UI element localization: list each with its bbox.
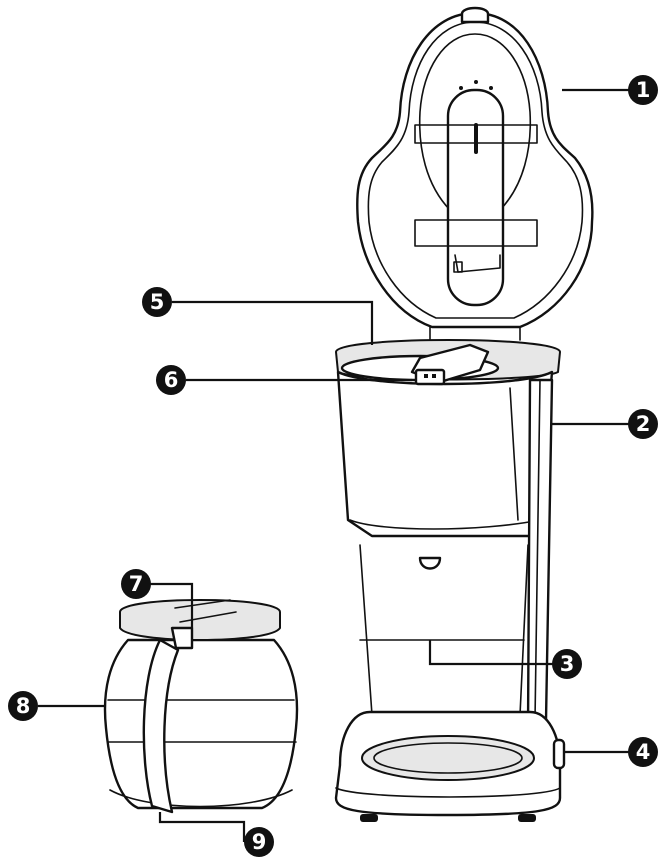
callout-9: 9	[244, 827, 274, 857]
callout-2-number: 2	[636, 412, 651, 436]
callout-8: 8	[8, 691, 38, 721]
callout-8-number: 8	[16, 694, 31, 718]
callout-7-number: 7	[129, 572, 144, 596]
glass-carafe	[103, 599, 299, 814]
callout-4: 4	[628, 737, 658, 767]
open-lid	[356, 6, 594, 341]
callout-1: 1	[628, 75, 658, 105]
callout-7: 7	[121, 569, 151, 599]
callout-2: 2	[628, 409, 658, 439]
leader-lines	[38, 88, 632, 842]
callout-4-number: 4	[636, 740, 651, 764]
callout-9-number: 9	[252, 830, 267, 854]
callout-3: 3	[552, 649, 582, 679]
callout-6-number: 6	[164, 368, 179, 392]
callout-3-number: 3	[560, 652, 575, 676]
callout-1-number: 1	[636, 78, 651, 102]
callout-6: 6	[156, 365, 186, 395]
coffee-maker-body	[334, 339, 566, 822]
callout-5-number: 5	[150, 290, 165, 314]
callout-5: 5	[142, 287, 172, 317]
